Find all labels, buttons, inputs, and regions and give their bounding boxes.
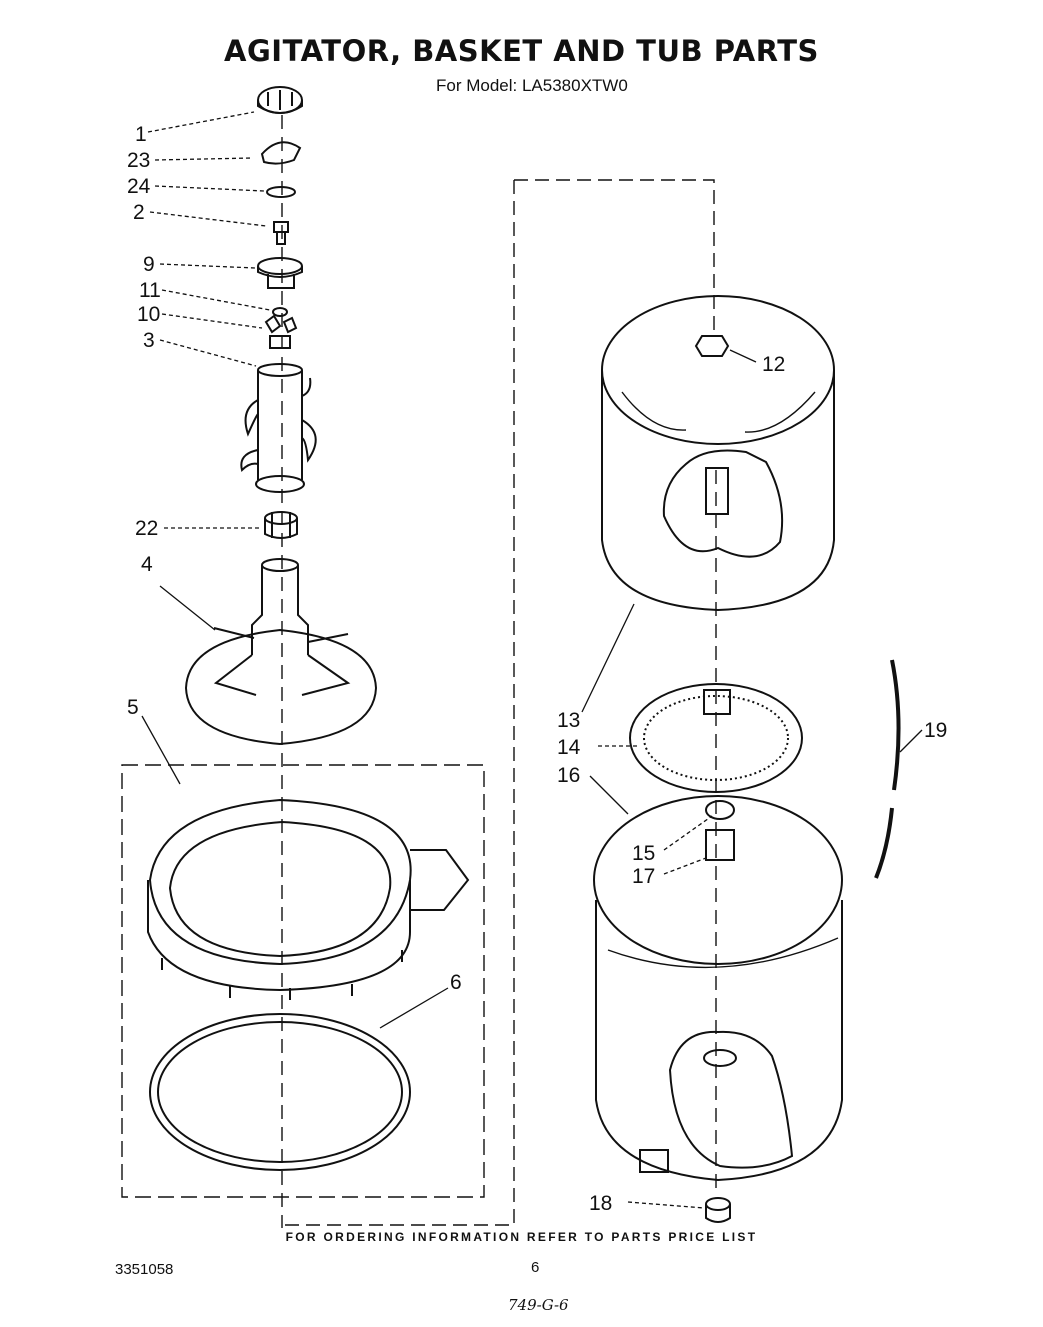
document-number: 3351058 bbox=[115, 1261, 174, 1278]
ordering-note: FOR ORDERING INFORMATION REFER TO PARTS … bbox=[285, 1230, 758, 1244]
part-14-basket-hub bbox=[629, 683, 803, 793]
page-title: AGITATOR, BASKET AND TUB PARTS bbox=[224, 34, 819, 68]
part-5-bleach-dispenser-ring bbox=[121, 764, 485, 1198]
callout-2: 2 bbox=[133, 201, 145, 224]
page-number: 6 bbox=[531, 1259, 540, 1276]
callout-19: 19 bbox=[924, 719, 948, 742]
callout-4: 4 bbox=[141, 553, 153, 576]
callout-13: 13 bbox=[557, 709, 581, 732]
handwritten-code: 749-G-6 bbox=[508, 1296, 569, 1314]
leader-lines bbox=[141, 111, 923, 1209]
part-18-plug bbox=[705, 1197, 731, 1223]
part-6-gasket bbox=[149, 1013, 411, 1171]
part-16-outer-tub bbox=[593, 795, 843, 1182]
model-subtitle: For Model: LA5380XTW0 bbox=[436, 76, 628, 95]
part-19-hose bbox=[874, 659, 901, 879]
callout-18: 18 bbox=[589, 1192, 613, 1215]
part-2-bolt bbox=[273, 221, 289, 245]
part-10-dogs bbox=[264, 314, 298, 349]
part-23-cover bbox=[260, 141, 302, 165]
callout-24: 24 bbox=[127, 175, 151, 198]
callout-1: 1 bbox=[135, 123, 147, 146]
part-24-ring bbox=[266, 186, 296, 198]
callout-11: 11 bbox=[139, 279, 161, 302]
part-1-cap bbox=[257, 86, 303, 114]
callout-6: 6 bbox=[450, 971, 462, 994]
callout-12: 12 bbox=[762, 353, 786, 376]
part-13-wash-basket bbox=[601, 295, 835, 612]
callout-15: 15 bbox=[632, 842, 656, 865]
callout-23: 23 bbox=[127, 149, 151, 172]
callout-3: 3 bbox=[143, 329, 155, 352]
part-9-cam bbox=[257, 257, 303, 289]
callout-10: 10 bbox=[137, 303, 161, 326]
part-3-agitator-barrel bbox=[240, 363, 317, 493]
callout-5: 5 bbox=[127, 696, 139, 719]
callout-9: 9 bbox=[143, 253, 155, 276]
callout-16: 16 bbox=[557, 764, 581, 787]
part-17-spin-nut bbox=[705, 829, 735, 861]
part-15-retainer bbox=[705, 800, 735, 820]
part-4-agitator-base bbox=[184, 558, 378, 746]
callout-22: 22 bbox=[135, 517, 159, 540]
part-11-washer bbox=[272, 307, 288, 317]
callout-17: 17 bbox=[632, 865, 656, 888]
part-22-drive-block bbox=[264, 511, 298, 539]
callout-14: 14 bbox=[557, 736, 581, 759]
